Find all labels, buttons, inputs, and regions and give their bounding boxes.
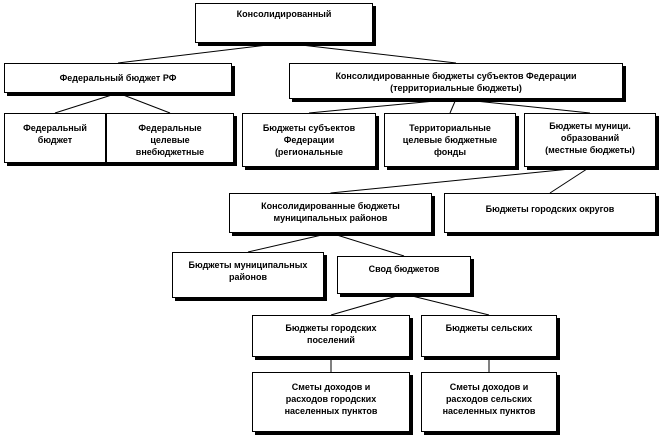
node-text: населенных пунктов — [284, 406, 378, 416]
node-text: расходов городских — [285, 394, 377, 404]
connector-consolidated_subjects-territorial_target — [449, 98, 457, 114]
connector-federal-federal_target — [117, 92, 171, 114]
node-text: Консолидированный — [236, 9, 332, 19]
node-city-districts: Бюджеты городских округов — [444, 193, 656, 233]
node-text: внебюджетные — [135, 147, 205, 157]
node-text: (региональные — [274, 147, 344, 157]
node-municipal-districts: Бюджеты муниципальных районов — [172, 252, 324, 298]
node-urban-estimates: Сметы доходов и расходов городских насел… — [252, 372, 410, 432]
node-text: целевые бюджетные — [402, 135, 498, 145]
node-text: расходов сельских — [445, 394, 533, 404]
node-root: Консолидированный — [195, 3, 373, 43]
node-text: поселений — [307, 335, 355, 345]
node-municipal-budgets: Бюджеты муници. образований (местные бюд… — [524, 113, 656, 167]
node-text: муниципальных районов — [273, 213, 388, 223]
node-text: Бюджеты сельских — [445, 323, 533, 333]
node-text: целевые — [150, 135, 190, 145]
node-text: Консолидированные бюджеты — [261, 201, 400, 211]
connector-federal-federal_budget — [54, 92, 119, 114]
node-text: (территориальные бюджеты) — [390, 83, 522, 93]
connector-consolidated_municipal-municipal_districts — [247, 232, 331, 253]
node-text: Федеральный бюджет РФ — [59, 73, 177, 83]
connector-consolidated_subjects-subject_budgets — [308, 98, 457, 114]
connector-municipal_budgets-consolidated_municipal — [330, 166, 591, 194]
node-text: Бюджеты городских округов — [485, 204, 615, 214]
node-text: Свод бюджетов — [368, 264, 440, 274]
node-text: Бюджеты муниципальных — [188, 260, 308, 270]
connector-budget_set-rural_settlements — [403, 293, 490, 316]
node-text: Бюджеты городских — [285, 323, 377, 333]
node-text: образований — [560, 133, 620, 143]
node-rural-estimates: Сметы доходов и расходов сельских населе… — [421, 372, 557, 432]
connector-consolidated_municipal-budget_set — [330, 232, 405, 257]
node-urban-settlements: Бюджеты городских поселений — [252, 315, 410, 357]
node-text: населенных пунктов — [442, 406, 536, 416]
node-text: бюджет — [37, 135, 73, 145]
connector-root-federal — [117, 42, 285, 64]
connector-consolidated_subjects-municipal_budgets — [455, 98, 591, 114]
node-federal-target: Федеральные целевые внебюджетные — [106, 113, 234, 163]
node-text: Консолидированные бюджеты субъектов Феде… — [335, 71, 577, 81]
node-text: Бюджеты муници. — [549, 121, 631, 131]
node-rural-settlements: Бюджеты сельских — [421, 315, 557, 357]
node-text: Федеральные — [138, 123, 202, 133]
node-federal: Федеральный бюджет РФ — [4, 63, 232, 93]
node-text: Сметы доходов и — [449, 382, 529, 392]
node-subject-budgets: Бюджеты субъектов Федерации (региональны… — [242, 113, 376, 167]
connector-root-consolidated_subjects — [283, 42, 457, 64]
node-text: Территориальные — [409, 123, 491, 133]
node-consolidated-municipal: Консолидированные бюджеты муниципальных … — [229, 193, 432, 233]
node-text: районов — [229, 272, 267, 282]
node-text: Федеральный — [23, 123, 87, 133]
node-consolidated-subjects: Консолидированные бюджеты субъектов Феде… — [289, 63, 623, 99]
node-federal-budget: Федеральный бюджет — [4, 113, 106, 163]
node-text: Федерации — [283, 135, 335, 145]
connector-budget_set-urban_settlements — [330, 293, 405, 316]
node-territorial-target: Территориальные целевые бюджетные фонды — [384, 113, 516, 167]
node-budget-set: Свод бюджетов — [337, 256, 471, 294]
node-text: фонды — [433, 147, 467, 157]
node-text: Сметы доходов и — [291, 382, 371, 392]
connector-municipal_budgets-city_districts — [549, 166, 591, 194]
node-text: Бюджеты субъектов — [262, 123, 356, 133]
node-text: (местные бюджеты) — [545, 145, 635, 155]
